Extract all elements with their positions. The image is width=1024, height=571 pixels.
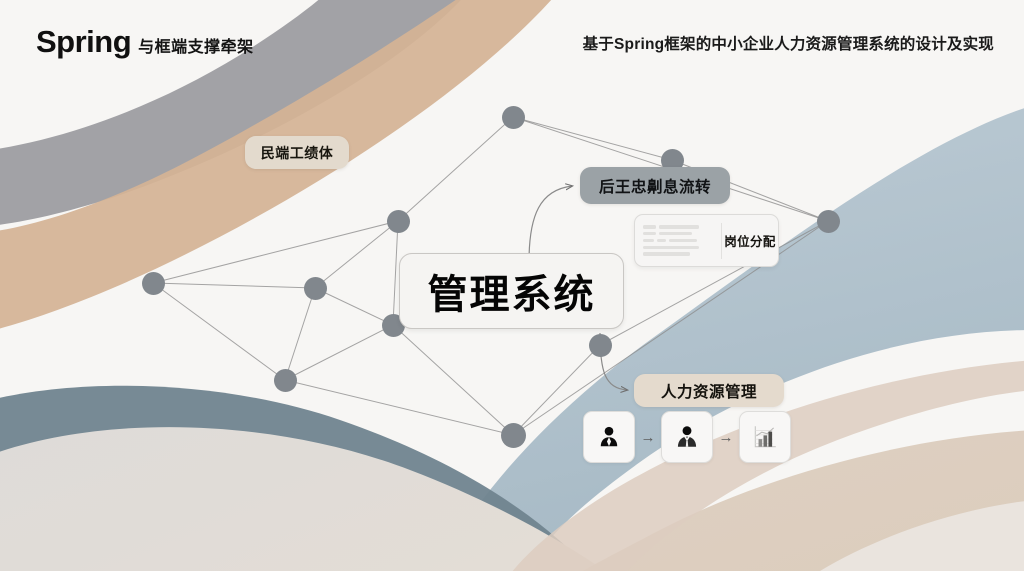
bar-chart-icon-box[interactable] [739, 411, 791, 463]
label-flow-text: 后王忠劓息流转 [598, 178, 711, 196]
network-edge [284, 324, 394, 381]
label-hr-management-text: 人力资源管理 [660, 383, 757, 401]
node-center-left[interactable] [303, 276, 327, 300]
node-top[interactable] [501, 105, 525, 129]
network-edge [152, 220, 399, 284]
core-node-label: 管理系统 [427, 273, 596, 317]
arrow-core-to-flow [528, 186, 572, 263]
process-icon-strip: → → [583, 411, 791, 463]
network-edge [284, 287, 316, 381]
network-edge [599, 220, 829, 346]
wave-silver-bottom [0, 427, 606, 571]
node-core-below[interactable] [588, 333, 612, 357]
network-edge [392, 324, 514, 436]
label-member[interactable]: 民端工绩体 [245, 136, 349, 169]
label-flow[interactable]: 后王忠劓息流转 [580, 167, 730, 204]
person-suit-icon [677, 426, 697, 447]
node-lower-left[interactable] [273, 368, 297, 392]
bar-chart-icon [754, 426, 776, 448]
network-edge [314, 220, 399, 289]
job-allocation-label: 岗位分配 [724, 235, 776, 249]
arrow-icon-2: → [718, 428, 734, 446]
core-node-management-system[interactable]: 管理系统 [399, 253, 624, 329]
network-edge [512, 116, 673, 161]
brand-logo-text: Spring [36, 24, 132, 59]
wave-pale-corner [820, 501, 1024, 571]
job-allocation-card[interactable]: 岗位分配 [634, 214, 779, 267]
wave-beige-band [512, 360, 1024, 571]
person-icon-box[interactable] [583, 411, 635, 463]
page-title: 基于Spring框架的中小企业人力资源管理系统的设计及实现 [582, 36, 994, 53]
network-edge [314, 287, 394, 326]
network-edge [397, 116, 514, 222]
network-edge [284, 379, 514, 436]
arrow-icon-1: → [640, 428, 656, 446]
wave-gray-topleft [0, 0, 461, 225]
network-edge [152, 282, 286, 381]
placeholder-lines [635, 222, 722, 259]
person-suit-icon-box[interactable] [661, 411, 713, 463]
network-edge [392, 220, 399, 326]
label-member-text: 民端工绩体 [260, 144, 334, 161]
label-hr-management[interactable]: 人力资源管理 [634, 374, 784, 407]
node-left[interactable] [141, 271, 165, 295]
network-edge [152, 282, 316, 289]
node-flow-top[interactable] [660, 148, 684, 172]
node-mid-low[interactable] [381, 313, 405, 337]
network-edge [512, 344, 601, 436]
header-brand-group: Spring 与框端支撑牵架 [36, 24, 254, 60]
person-icon [600, 426, 618, 447]
brand-subtitle: 与框端支撑牵架 [138, 39, 254, 56]
node-bottom[interactable] [500, 422, 526, 448]
node-right[interactable] [816, 209, 840, 233]
node-upper-mid[interactable] [386, 209, 410, 233]
